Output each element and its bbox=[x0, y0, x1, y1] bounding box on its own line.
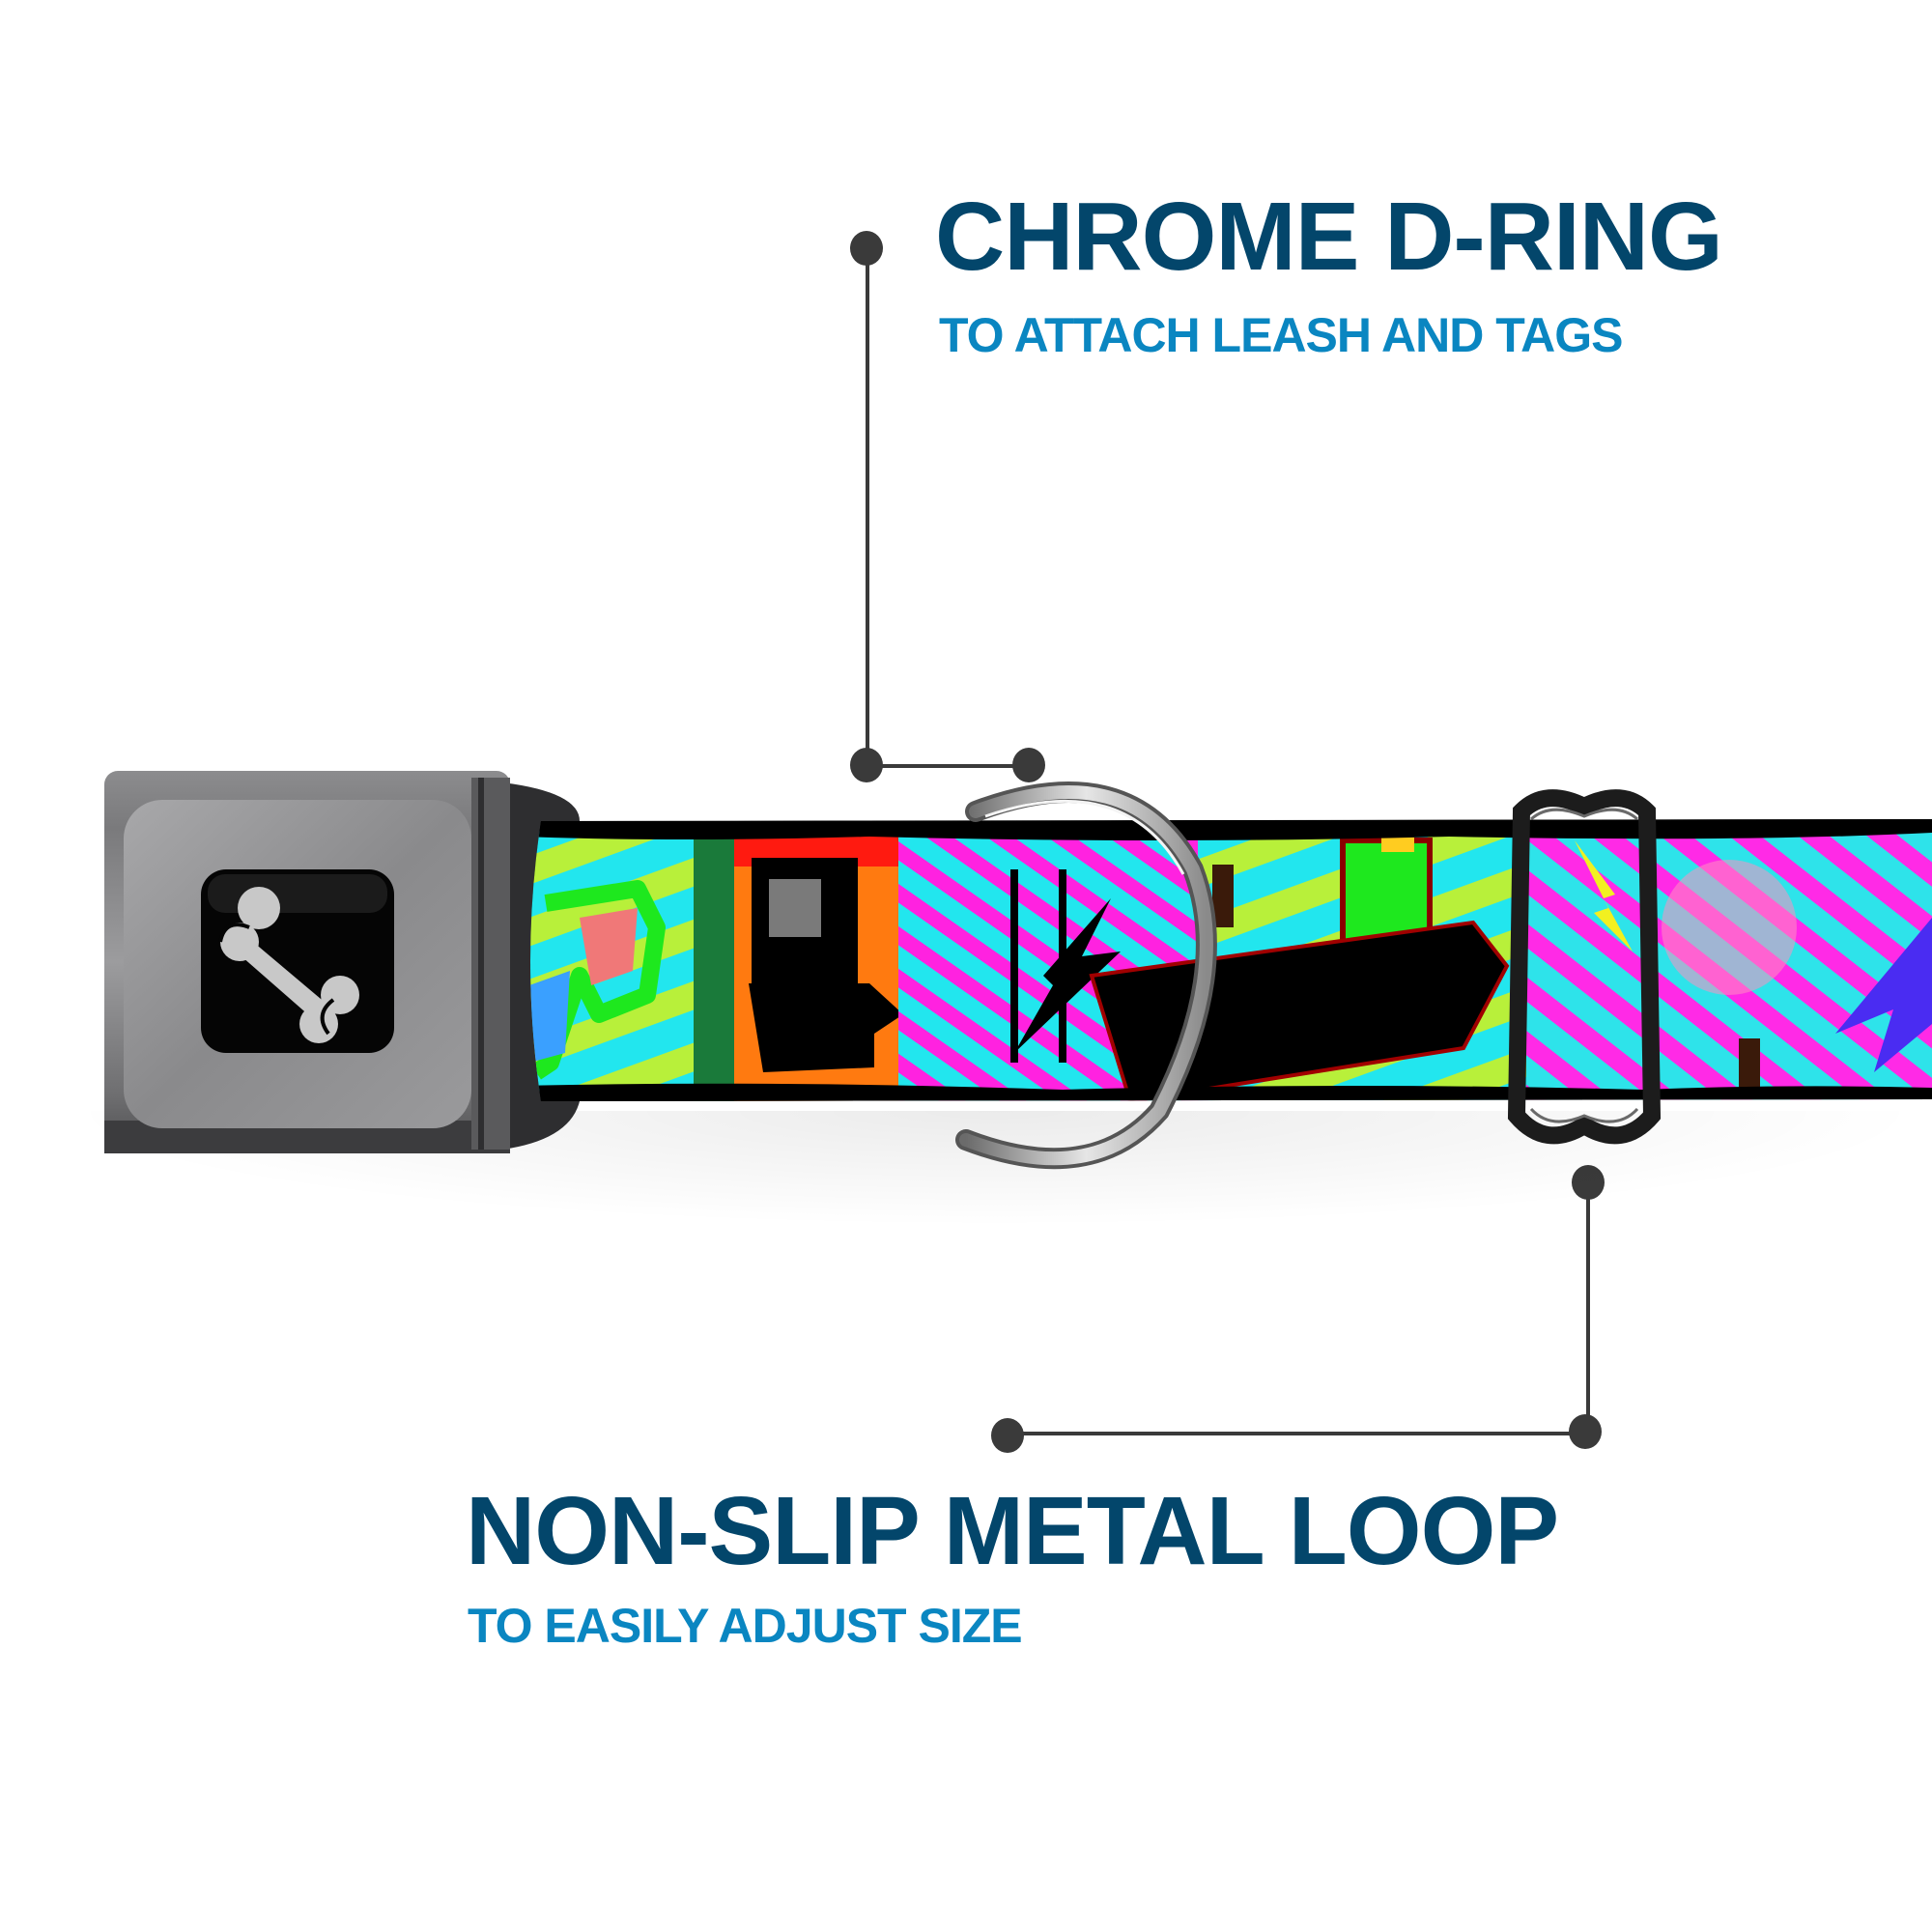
connector-line bbox=[1007, 1432, 1586, 1435]
connector-dot bbox=[991, 1418, 1024, 1453]
non-slip-metal-loop bbox=[1507, 789, 1662, 1145]
collar-strap bbox=[530, 819, 1932, 1101]
seatbelt-buckle bbox=[104, 771, 510, 1153]
d-ring-title: CHROME D-RING bbox=[935, 183, 1723, 291]
arcade-cabinet-motif bbox=[749, 858, 903, 1072]
3d-glasses-motif bbox=[530, 880, 666, 1080]
mini-arcade-motif bbox=[1212, 865, 1234, 927]
chrome-d-ring bbox=[955, 781, 1217, 1170]
lightning-bolt-motif bbox=[1010, 869, 1121, 1063]
connector-dot bbox=[1012, 748, 1045, 782]
connector-line bbox=[867, 764, 1030, 768]
bone-icon bbox=[218, 887, 359, 1043]
connector-line bbox=[1586, 1182, 1590, 1432]
yellow-bolt-motif bbox=[1575, 840, 1633, 952]
d-ring-subtitle: TO ATTACH LEASH AND TAGS bbox=[939, 308, 1623, 362]
metal-loop-subtitle: TO EASILY ADJUST SIZE bbox=[468, 1599, 1023, 1653]
metal-loop-title: NON-SLIP METAL LOOP bbox=[466, 1477, 1559, 1585]
connector-line bbox=[866, 247, 869, 765]
blue-bolt-motif bbox=[1835, 918, 1932, 1072]
